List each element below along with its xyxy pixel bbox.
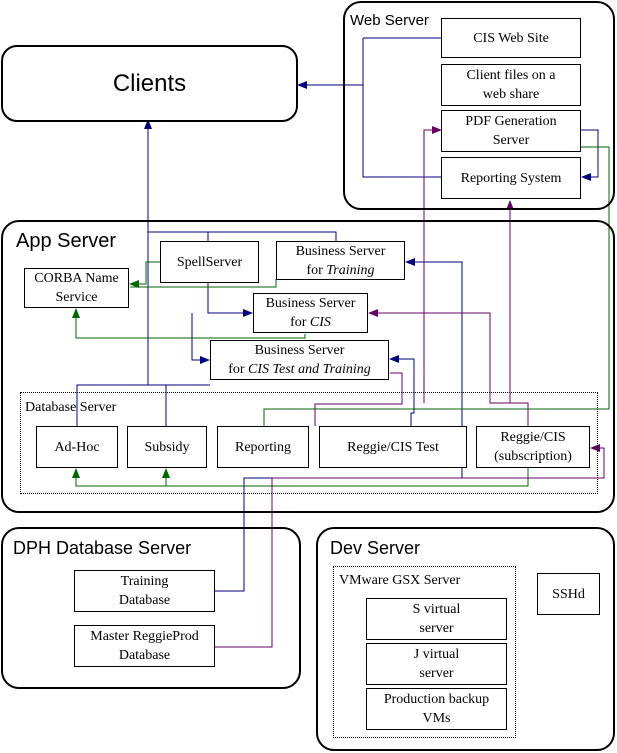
s-virtual-server-box: S virtual server: [366, 598, 507, 640]
reggie-sub-line2: (subscription): [494, 449, 572, 464]
reggie-cis-subscription-box: Reggie/CIS (subscription): [476, 426, 590, 468]
dph-server-label: DPH Database Server: [13, 538, 192, 558]
sshd-box: SSHd: [537, 573, 600, 615]
training-db-line1: Training: [120, 574, 169, 589]
web-server-region: [343, 1, 615, 210]
corba-line2: Service: [55, 290, 98, 305]
corba-line1: CORBA Name: [34, 271, 119, 286]
master-db-line2: Database: [118, 648, 171, 663]
cis-web-site-box: CIS Web Site: [441, 18, 581, 58]
reporting-system-label: Reporting System: [460, 170, 562, 186]
s-virtual-line1: S virtual: [412, 602, 461, 617]
prod-backup-line1: Production backup: [383, 692, 490, 707]
prod-backup-line2: VMs: [422, 711, 451, 726]
adhoc-to-trunk-connector: [76, 384, 148, 426]
subsidy-label: Subsidy: [144, 439, 190, 455]
bs-test-italic: CIS Test and Training: [248, 362, 371, 377]
dev-server-region: [316, 527, 615, 751]
bs-training-to-corba-connector: [130, 279, 277, 288]
bs-training-prefix: for: [306, 262, 327, 278]
reporting-to-pdf-connector: [423, 126, 442, 403]
database-server-region: [20, 392, 598, 494]
bs-cis-test-box: Business Server for CIS Test and Trainin…: [210, 340, 389, 380]
web-server-label: Web Server: [350, 12, 429, 29]
master-reggieprod-database-box: Master ReggieProd Database: [74, 625, 215, 667]
cis-web-site-label: CIS Web Site: [473, 30, 549, 46]
bs-cis-line1: Business Server: [265, 296, 356, 311]
bs-cis-italic: CIS: [309, 315, 331, 330]
reggie-cis-test-box: Reggie/CIS Test: [319, 426, 467, 468]
bs-cis-box: Business Server for CIS: [253, 293, 368, 333]
pdf-to-reporting-connector: [580, 129, 599, 181]
spell-to-corba-connector: [129, 261, 160, 288]
dph-database-server-region: [1, 527, 301, 689]
dev-server-label: Dev Server: [330, 538, 421, 558]
j-virtual-line1: J virtual: [413, 647, 460, 662]
bs-training-box: Business Server for Training: [276, 241, 405, 280]
app-server-label: App Server: [16, 230, 117, 252]
pdf-generation-line1: PDF Generation: [465, 114, 557, 129]
training-database-box: Training Database: [74, 570, 215, 612]
pdf-generation-box: PDF Generation Server: [441, 110, 581, 152]
bs-test-to-reggie-sub-connector: [314, 372, 403, 426]
master-db-line1: Master ReggieProd: [90, 629, 199, 644]
client-files-line1: Client files on a: [466, 68, 556, 83]
reggie-test-to-bs-test-connector: [389, 355, 415, 426]
database-server-label: Database Server: [25, 400, 117, 415]
adhoc-box: Ad-Hoc: [36, 426, 118, 468]
training-db-line2: Database: [118, 593, 171, 608]
production-backup-vms-box: Production backup VMs: [366, 688, 507, 730]
j-virtual-server-box: J virtual server: [366, 643, 507, 685]
bs-test-prefix: for: [228, 362, 249, 377]
reggie-cis-test-label: Reggie/CIS Test: [347, 439, 439, 455]
pdf-generation-line2: Server: [492, 133, 530, 148]
spellserver-box: SpellServer: [160, 241, 259, 283]
bs-training-to-trunk-connector: [208, 231, 337, 241]
reggie-sub-to-bs-cis-connector: [368, 309, 529, 426]
reporting-system-to-web-connector: [362, 85, 441, 178]
bs-test-line1: Business Server: [254, 343, 345, 358]
corba-name-service-box: CORBA Name Service: [24, 268, 129, 308]
subsidy-box: Subsidy: [127, 426, 207, 468]
bs-cis-to-corba-connector: [72, 308, 306, 339]
adhoc-label: Ad-Hoc: [54, 439, 100, 455]
app-server-region: [1, 220, 615, 513]
bs-training-line1: Business Server: [295, 243, 386, 259]
spell-to-bs-test-connector: [191, 313, 210, 364]
clients-box: Clients: [1, 45, 298, 122]
reporting-db-label: Reporting: [235, 439, 291, 455]
master-db-to-reggie-sub-connector: [215, 444, 605, 648]
vmware-gsx-label: VMware GSX Server: [339, 573, 461, 588]
reporting-system-box: Reporting System: [441, 157, 581, 199]
bs-cis-prefix: for: [290, 315, 310, 330]
spellserver-label: SpellServer: [176, 254, 243, 270]
spell-to-bs-cis-connector: [207, 282, 253, 317]
bs-training-italic: Training: [326, 262, 375, 278]
client-files-line2: web share: [482, 87, 540, 102]
vmware-gsx-region: [333, 566, 516, 738]
reporting-db-box: Reporting: [217, 426, 309, 468]
clients-label: Clients: [112, 69, 187, 97]
reggie-sub-to-adhoc-connector: [72, 467, 529, 487]
sshd-label: SSHd: [552, 586, 585, 602]
j-virtual-line2: server: [419, 666, 454, 681]
client-files-box: Client files on a web share: [441, 64, 581, 106]
s-virtual-line2: server: [419, 621, 454, 636]
reggie-sub-line1: Reggie/CIS: [500, 430, 566, 445]
